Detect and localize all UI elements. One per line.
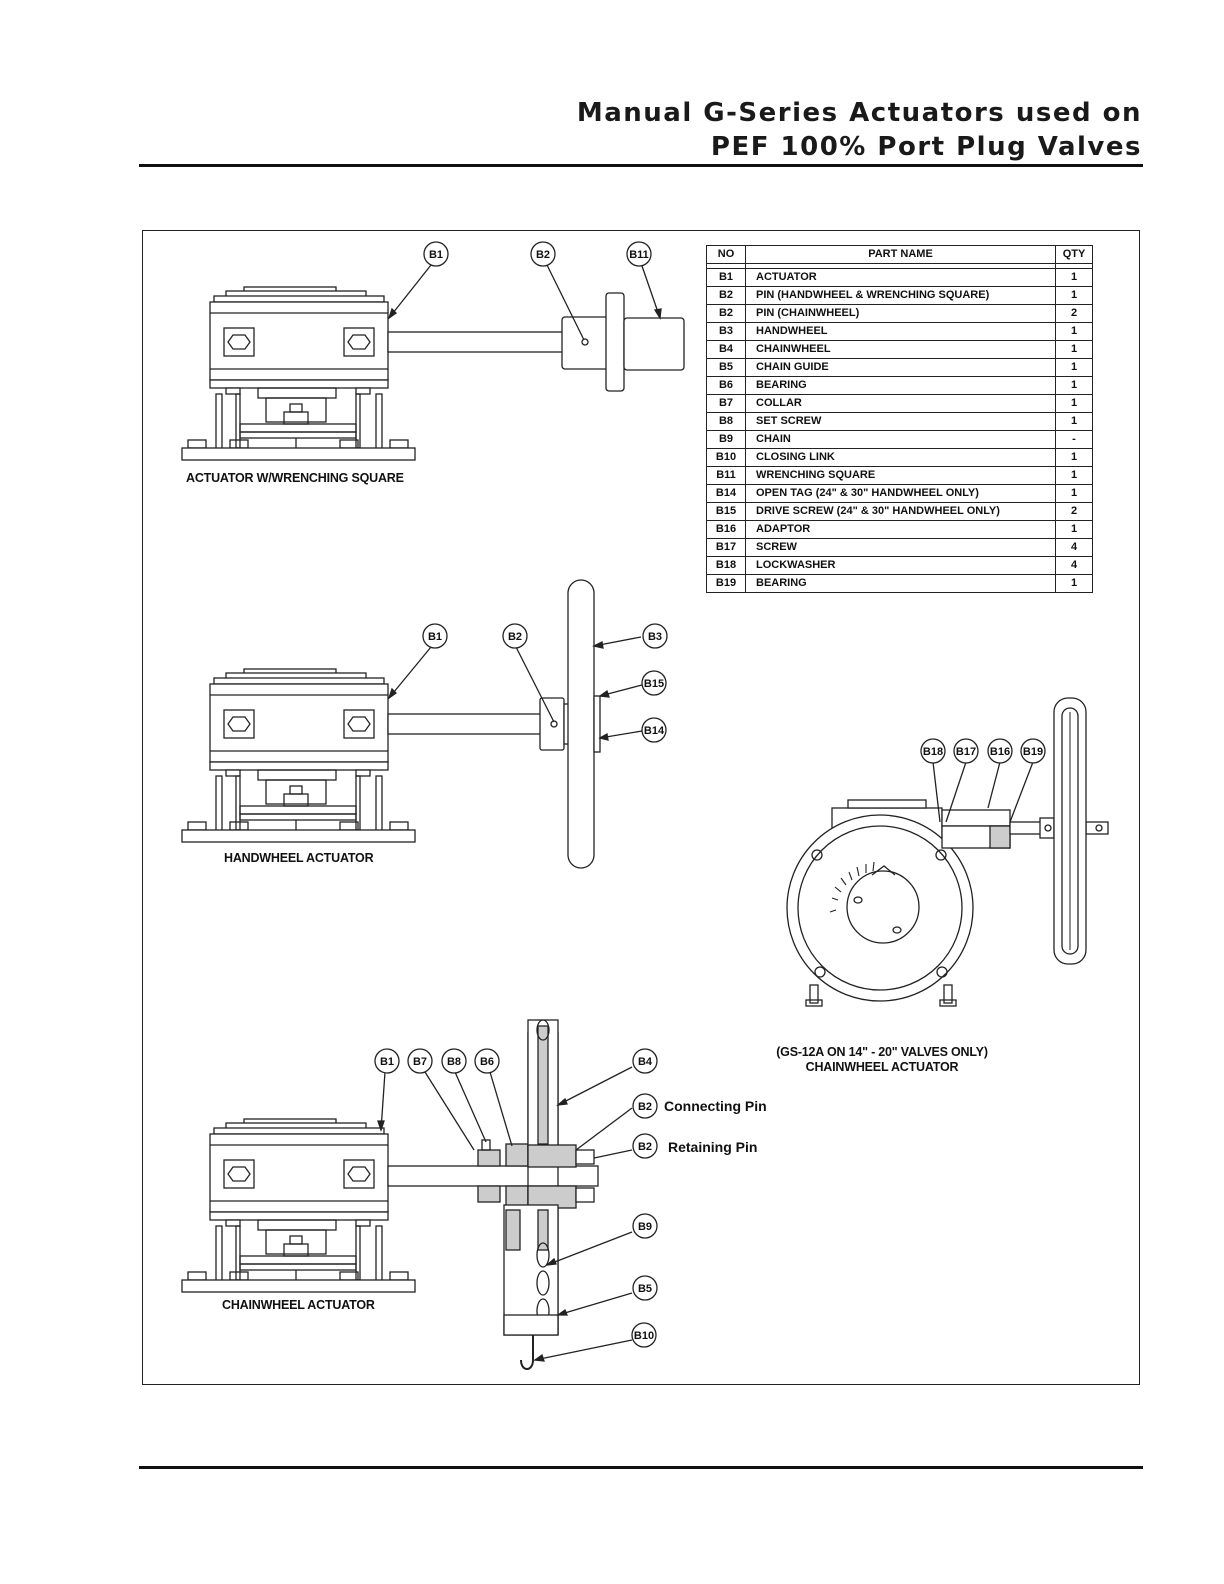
balloon-chainwheel-b2: B2 [632,1093,658,1119]
balloon-label: B2 [508,631,522,643]
balloon-handwheel-b14: B14 [641,717,667,743]
header-part-name: PART NAME [745,245,1056,264]
balloon-handwheel-b1: B1 [422,623,448,649]
gs12a-chainwheel-actuator [786,697,1109,1007]
caption-gs12a-line2: CHAINWHEEL ACTUATOR [805,1060,959,1074]
note-retaining-pin: Retaining Pin [668,1139,757,1155]
balloon-label: B2 [638,1141,652,1153]
part-no: B19 [706,574,746,593]
part-no: B9 [706,430,746,449]
balloon-label: B19 [1023,746,1043,758]
balloon-chainwheel-b4: B4 [632,1048,658,1074]
table-spacer [706,263,1093,269]
balloon-label: B9 [638,1221,652,1233]
balloon-label: B15 [644,678,664,690]
balloon-label: B1 [429,249,443,261]
balloon-label: B8 [447,1056,461,1068]
balloon-label: B14 [644,725,665,737]
balloon-label: B3 [648,631,662,643]
parts-table-header: NO PART NAME QTY [706,245,1093,264]
caption-handwheel: HANDWHEEL ACTUATOR [224,851,374,865]
balloon-label: B6 [480,1056,494,1068]
balloon-label: B7 [413,1056,427,1068]
note-connecting-pin: Connecting Pin [664,1098,767,1114]
balloon-label: B17 [956,746,976,758]
header-no: NO [706,245,746,264]
balloon-chainwheel-b8: B8 [441,1048,467,1074]
balloon-label: B1 [380,1056,394,1068]
balloon-handwheel-b15: B15 [641,670,667,696]
balloon-label: B2 [536,249,550,261]
chainwheel-actuator [181,1019,633,1370]
handwheel-actuator [181,579,643,869]
part-name: DRIVE SCREW (24" & 30" HANDWHEEL ONLY) [745,502,1056,521]
part-no: B4 [706,340,746,359]
balloon-chainwheel-b6: B6 [474,1048,500,1074]
balloon-gs12a-b17: B17 [953,738,979,764]
balloon-handwheel-b3: B3 [642,623,668,649]
part-no: B16 [706,520,746,539]
part-qty: 1 [1055,574,1093,593]
header-qty: QTY [1055,245,1093,264]
balloon-label: B4 [638,1056,653,1068]
balloon-label: B16 [990,746,1010,758]
balloon-label: B2 [638,1101,652,1113]
balloon-gs12a-b18: B18 [920,738,946,764]
part-name: PIN (HANDWHEEL & WRENCHING SQUARE) [745,286,1056,305]
balloon-wrenching-b11: B11 [626,241,652,267]
balloon-chainwheel-b2: B2 [632,1133,658,1159]
header-rule [139,164,1143,167]
balloon-label: B11 [629,249,649,261]
balloon-handwheel-b2: B2 [502,623,528,649]
footer-rule [139,1466,1143,1469]
part-name: CLOSING LINK [745,448,1056,467]
caption-wrenching-square: ACTUATOR W/WRENCHING SQUARE [186,471,404,485]
part-no: B7 [706,394,746,413]
balloon-chainwheel-b1: B1 [374,1048,400,1074]
balloon-chainwheel-b9: B9 [632,1213,658,1239]
balloon-label: B18 [923,746,943,758]
balloon-gs12a-b16: B16 [987,738,1013,764]
caption-chainwheel: CHAINWHEEL ACTUATOR [222,1298,375,1312]
part-name: CHAINWHEEL [745,340,1056,359]
balloon-label: B5 [638,1283,652,1295]
balloon-chainwheel-b10: B10 [631,1322,657,1348]
drawing-frame [142,230,1140,1385]
part-name: BEARING [745,574,1056,593]
balloon-label: B1 [428,631,442,643]
wrenching-square-actuator [181,264,685,461]
balloon-wrenching-b2: B2 [530,241,556,267]
balloon-gs12a-b19: B19 [1020,738,1046,764]
page-title-line-1: Manual G-Series Actuators used on [576,98,1142,128]
balloon-label: B10 [634,1330,654,1342]
balloon-chainwheel-b7: B7 [407,1048,433,1074]
page-title-line-2: PEF 100% Port Plug Valves [710,132,1142,162]
balloon-wrenching-b1: B1 [423,241,449,267]
caption-gs12a-line1: (GS-12A ON 14" - 20" VALVES ONLY) [776,1045,988,1059]
balloon-chainwheel-b5: B5 [632,1275,658,1301]
